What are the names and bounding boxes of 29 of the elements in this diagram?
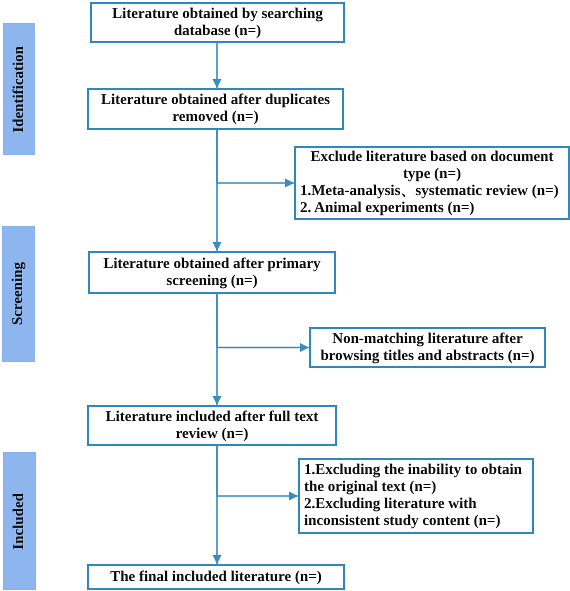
stage-band xyxy=(3,23,35,155)
stage-band xyxy=(3,452,36,590)
arrow xyxy=(216,294,309,352)
box-text: Literature obtained by searching database (n=) xyxy=(111,6,324,40)
box-text: Exclude literature based on document type (n=) xyxy=(309,149,555,183)
stage-label: Identification xyxy=(10,46,28,132)
process-box xyxy=(309,327,546,368)
box-text: 2.Excluding literature with inconsistent study content (n=) xyxy=(304,496,502,530)
arrow xyxy=(212,43,222,88)
box-text: 1.Meta-analysis、systematic review (n=) xyxy=(300,183,560,200)
process-box xyxy=(90,2,345,43)
box-text: 2. Animal experiments (n=) xyxy=(300,200,476,217)
arrow xyxy=(216,446,298,500)
process-box xyxy=(87,564,345,590)
arrow xyxy=(216,130,294,188)
box-text: Literature obtained after primary screening (n=) xyxy=(102,256,322,290)
process-box xyxy=(87,405,337,446)
stage-band xyxy=(2,226,35,362)
process-box xyxy=(87,88,344,130)
box-text: 1.Excluding the inability to obtain the original text (n=) xyxy=(304,462,523,496)
box-text: The final included literature (n=) xyxy=(109,568,323,586)
box-text: Literature included after full text review (n=) xyxy=(104,408,320,442)
stage-label: Screening xyxy=(10,262,27,326)
process-box xyxy=(88,251,336,294)
exclusion-box xyxy=(294,146,570,220)
exclusion-box xyxy=(298,458,534,534)
stage-label: Included xyxy=(11,492,28,550)
box-text: Non-matching literature after browsing titles and abstracts (n=) xyxy=(319,330,536,364)
box-text: Literature obtained after duplicates removed (n=) xyxy=(100,92,331,126)
